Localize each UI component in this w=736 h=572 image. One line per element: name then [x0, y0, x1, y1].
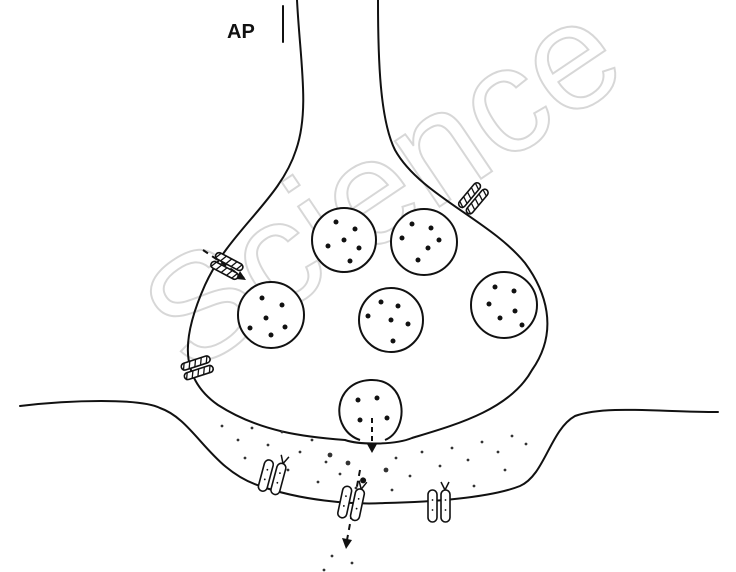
postsynaptic-receptors [257, 451, 450, 522]
vesicle [359, 288, 423, 352]
receptor [257, 451, 289, 495]
vesicle [312, 208, 376, 272]
receptor [337, 474, 368, 522]
vesicle [391, 209, 457, 275]
vesicle [471, 272, 537, 338]
receptor [428, 482, 450, 522]
action-potential-indicator: AP [227, 6, 283, 43]
ap-label: AP [227, 21, 255, 43]
vesicle [238, 282, 304, 348]
fusing-vesicle [339, 380, 401, 440]
